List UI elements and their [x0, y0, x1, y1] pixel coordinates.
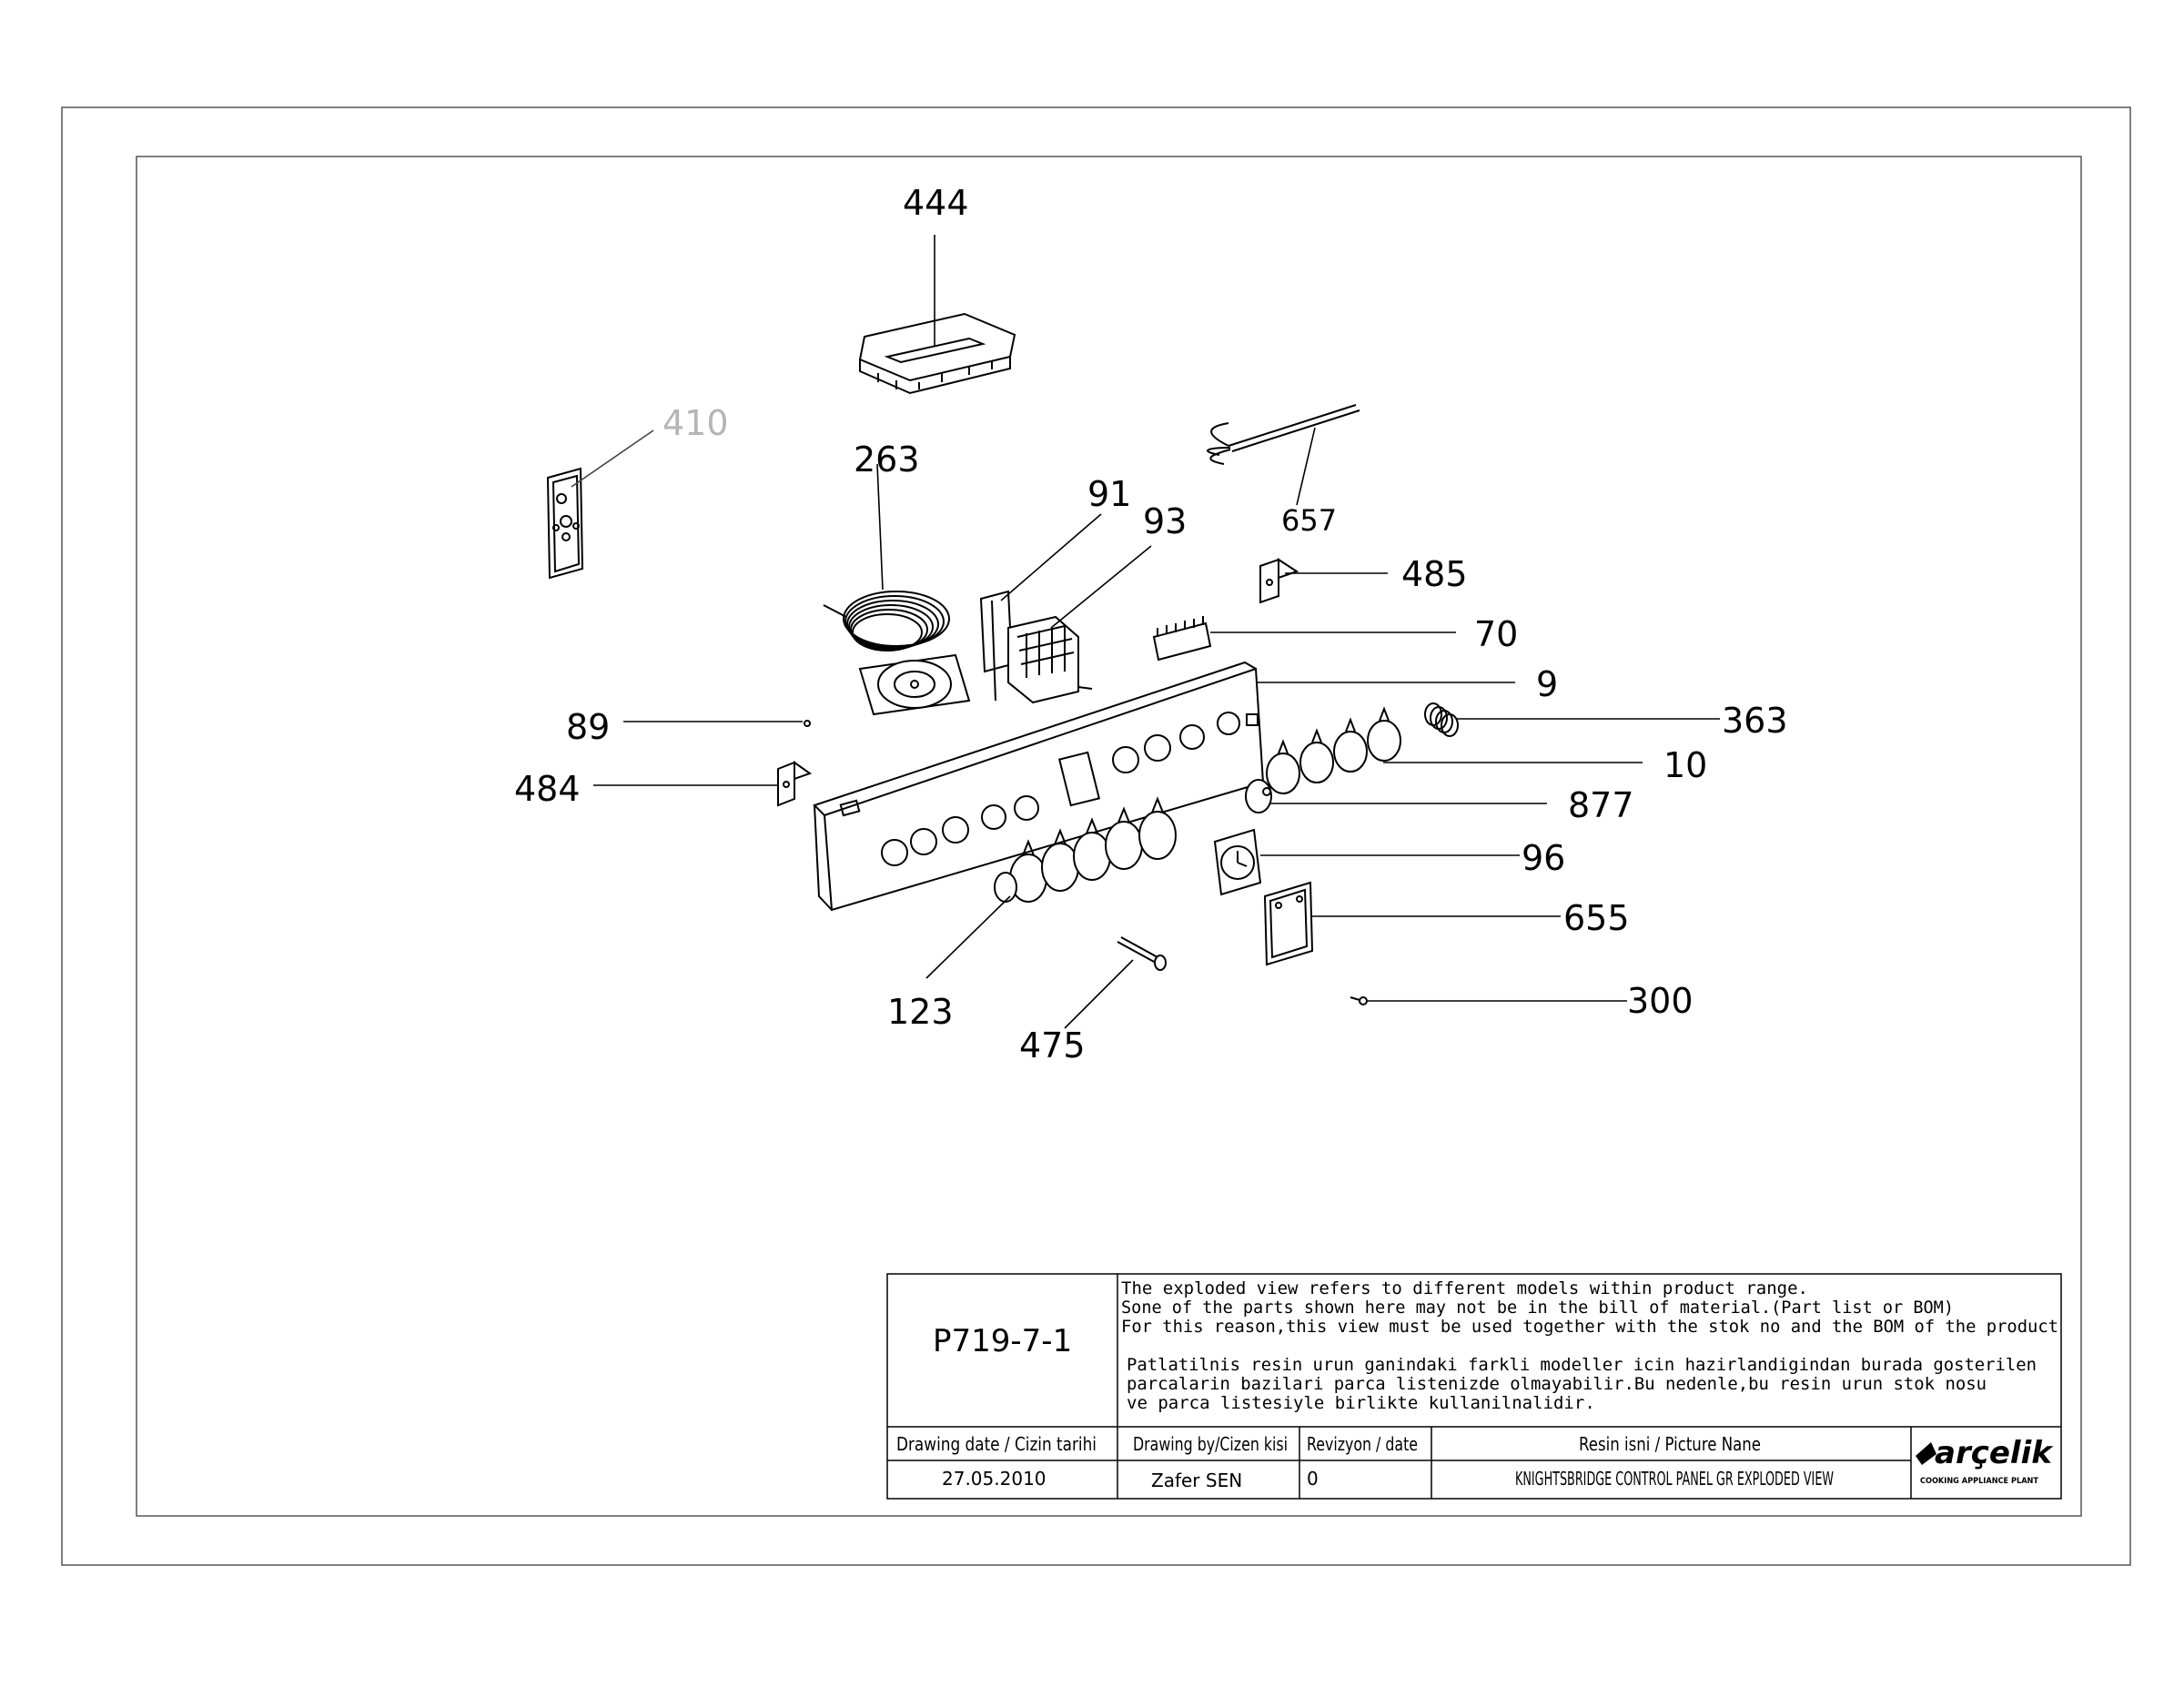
part-410-plate [546, 429, 654, 580]
part-444-bracket [858, 235, 1016, 395]
note-tr-line-3: ve parca listesiyle birlikte kullanilnal… [1127, 1393, 1595, 1413]
part-363-spring [1424, 702, 1720, 737]
part-300-screw [1350, 996, 1627, 1005]
callout-123: 123 [887, 992, 954, 1032]
note-en-line-1: The exploded view refers to different mo… [1121, 1278, 1808, 1298]
part-93-switch-block [1007, 545, 1152, 704]
callout-263: 263 [854, 439, 920, 480]
part-96-clock [1213, 828, 1520, 896]
value-picture-name: KNIGHTSBRIDGE CONTROL PANEL GR EXPLODED … [1515, 1468, 1834, 1490]
header-picture-name: Resin isni / Picture Nane [1579, 1433, 1761, 1455]
part-655-plate [1263, 881, 1561, 966]
callout-300: 300 [1627, 981, 1694, 1021]
callout-96: 96 [1522, 838, 1565, 878]
drawing-number: P719-7-1 [933, 1323, 1072, 1359]
note-tr-line-1: Patlatilnis resin urun ganindaki farkli … [1127, 1355, 2037, 1375]
title-block [886, 1273, 2062, 1500]
callout-10: 10 [1663, 745, 1707, 785]
note-en-line-3: For this reason,this view must be used t… [1121, 1317, 2058, 1337]
part-263-thermostat [823, 463, 971, 716]
callout-93: 93 [1143, 501, 1187, 541]
outer-frame [61, 106, 2131, 1566]
part-10-knobs-right [1266, 706, 1643, 794]
callout-9: 9 [1536, 664, 1558, 704]
part-123-knobs-left [925, 796, 1177, 979]
callout-655: 655 [1563, 898, 1630, 938]
header-drawing-date: Drawing date / Cizin tarihi [896, 1433, 1097, 1455]
callout-363: 363 [1722, 701, 1788, 741]
value-drawn-by: Zafer SEN [1151, 1470, 1242, 1491]
header-revision: Revizyon / date [1307, 1433, 1418, 1455]
part-89-screw [623, 720, 811, 727]
value-revision: 0 [1307, 1468, 1319, 1490]
callout-877: 877 [1568, 785, 1634, 825]
note-tr-line-2: parcalarin bazilari parca listenizde olm… [1127, 1374, 1987, 1394]
note-en-line-2: Sone of the parts shown here may not be … [1121, 1298, 1954, 1318]
inner-frame [136, 156, 2082, 1517]
part-475-pin [1064, 936, 1167, 1029]
svg-text:arçelik: arçelik [1935, 1435, 2054, 1471]
callout-410: 410 [662, 403, 729, 443]
callout-91: 91 [1087, 474, 1131, 514]
callout-484: 484 [514, 769, 581, 809]
callout-475: 475 [1019, 1025, 1086, 1066]
callout-444: 444 [903, 183, 969, 223]
part-877-skirts [1245, 779, 1547, 813]
callout-485: 485 [1401, 554, 1468, 594]
callout-657: 657 [1281, 503, 1337, 538]
part-485-bracket [1259, 558, 1388, 604]
value-drawing-date: 27.05.2010 [942, 1468, 1046, 1490]
part-70-terminal [1152, 616, 1456, 662]
callout-89: 89 [566, 707, 610, 747]
part-657-wire [1207, 404, 1360, 506]
header-drawn-by: Drawing by/Cizen kisi [1133, 1433, 1288, 1455]
arcelik-logo: arçelik COOKING APPLIANCE PLANT [1916, 1435, 2054, 1486]
svg-text:COOKING APPLIANCE PLANT: COOKING APPLIANCE PLANT [1920, 1477, 2039, 1486]
callout-70: 70 [1474, 614, 1518, 654]
part-484-bracket [593, 761, 813, 807]
